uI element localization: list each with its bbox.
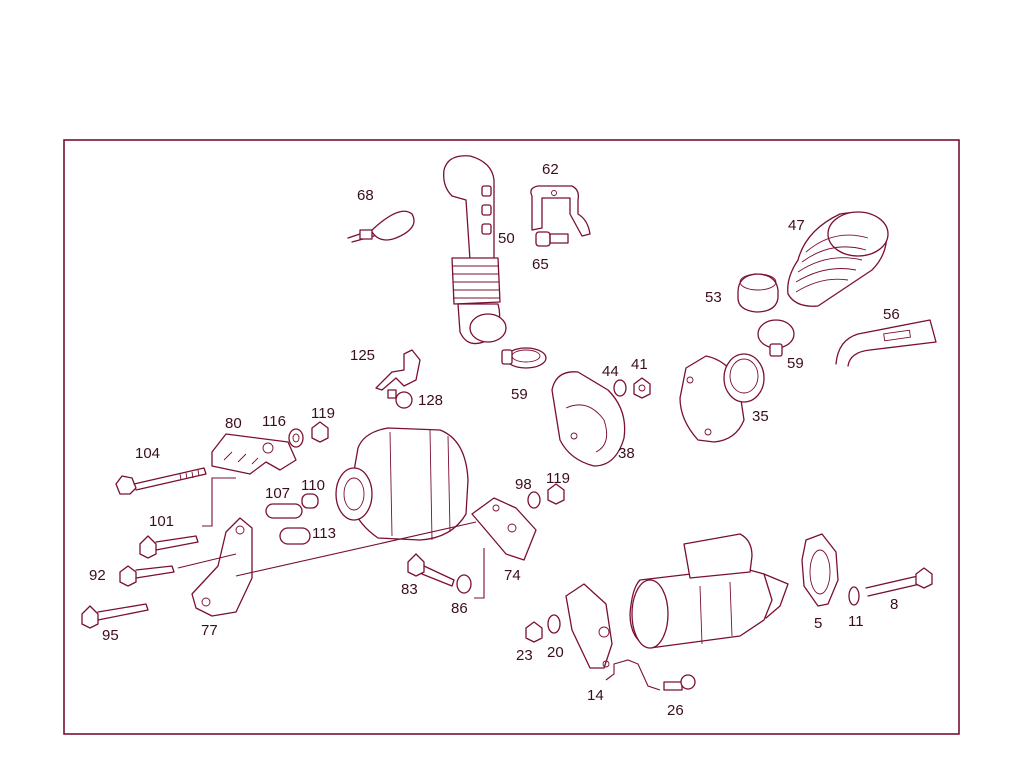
label-107: 107 <box>265 485 290 502</box>
part-50-intake-pipe[interactable] <box>443 155 507 345</box>
part-128-screw[interactable] <box>387 389 413 409</box>
label-116: 116 <box>262 413 286 430</box>
part-starter-motor[interactable] <box>629 533 789 649</box>
label-80: 80 <box>225 415 242 432</box>
label-41: 41 <box>631 356 648 373</box>
part-95-bolt[interactable] <box>81 603 149 629</box>
part-44-washer[interactable] <box>613 379 627 397</box>
part-65-screw[interactable] <box>535 231 569 247</box>
part-74-bracket[interactable] <box>471 497 537 561</box>
label-47: 47 <box>788 217 805 234</box>
label-59-upper: 59 <box>787 355 804 372</box>
label-44: 44 <box>602 363 619 380</box>
leader-101 <box>202 477 236 527</box>
label-77: 77 <box>201 622 218 639</box>
label-62: 62 <box>542 161 559 178</box>
label-50: 50 <box>498 230 515 247</box>
label-125: 125 <box>350 347 375 364</box>
part-41-nut[interactable] <box>633 377 651 399</box>
label-86: 86 <box>451 600 468 617</box>
part-56-bracket[interactable] <box>835 319 937 367</box>
part-14-plate[interactable] <box>565 583 613 669</box>
label-119-upper: 119 <box>311 405 335 422</box>
part-77-bracket[interactable] <box>191 517 253 617</box>
part-119-nut-upper[interactable] <box>311 421 329 443</box>
part-107-sleeve[interactable] <box>265 503 303 519</box>
label-83: 83 <box>401 581 418 598</box>
label-23: 23 <box>516 647 533 664</box>
part-68-cable-tie[interactable] <box>347 210 415 243</box>
part-53-cap[interactable] <box>737 273 779 313</box>
label-74: 74 <box>504 567 521 584</box>
label-56: 56 <box>883 306 900 323</box>
label-68: 68 <box>357 187 374 204</box>
part-125-bracket[interactable] <box>375 349 421 391</box>
label-119-lower: 119 <box>546 470 570 487</box>
part-98-washer[interactable] <box>527 491 541 509</box>
part-59-clamp-lower[interactable] <box>501 347 547 369</box>
label-53: 53 <box>705 289 722 306</box>
label-128: 128 <box>418 392 443 409</box>
label-8: 8 <box>890 596 898 613</box>
label-38: 38 <box>618 445 635 462</box>
leader-92 <box>177 553 237 569</box>
part-38-cover[interactable] <box>551 371 626 467</box>
part-110-sleeve[interactable] <box>301 493 319 509</box>
leader-77 <box>235 521 477 577</box>
leader-74 <box>474 548 485 599</box>
label-104: 104 <box>135 445 160 462</box>
diagram-frame <box>63 139 960 735</box>
leader-14 <box>605 659 661 691</box>
label-14: 14 <box>587 687 604 704</box>
part-26-screw[interactable] <box>663 674 696 691</box>
label-113: 113 <box>312 525 336 542</box>
label-101: 101 <box>149 513 174 530</box>
label-11: 11 <box>848 613 864 630</box>
part-8-bolt[interactable] <box>865 567 933 597</box>
label-35: 35 <box>752 408 769 425</box>
label-95: 95 <box>102 627 119 644</box>
label-20: 20 <box>547 644 564 661</box>
part-80-bracket[interactable] <box>211 433 297 475</box>
part-101-bolt[interactable] <box>139 535 199 559</box>
label-5: 5 <box>814 615 822 632</box>
part-86-washer[interactable] <box>456 574 472 594</box>
part-59-clamp-upper[interactable] <box>757 319 795 357</box>
part-116-washer[interactable] <box>288 428 304 448</box>
part-alternator[interactable] <box>335 427 469 541</box>
part-83-bolt[interactable] <box>407 553 455 587</box>
part-104-bolt[interactable] <box>115 467 207 495</box>
part-20-washer[interactable] <box>547 614 561 634</box>
part-5-gasket[interactable] <box>801 533 839 607</box>
label-65: 65 <box>532 256 549 273</box>
part-23-nut[interactable] <box>525 621 543 643</box>
label-59-lower: 59 <box>511 386 528 403</box>
part-62-bracket[interactable] <box>530 185 591 237</box>
label-92: 92 <box>89 567 106 584</box>
part-11-washer[interactable] <box>848 586 860 606</box>
label-98: 98 <box>515 476 532 493</box>
label-110: 110 <box>301 477 325 494</box>
part-92-bolt[interactable] <box>119 565 175 587</box>
part-35-housing[interactable] <box>679 353 765 443</box>
label-26: 26 <box>667 702 684 719</box>
part-119-nut-lower[interactable] <box>547 483 565 505</box>
part-113-sleeve[interactable] <box>279 527 311 545</box>
part-47-bellows[interactable] <box>787 211 889 307</box>
